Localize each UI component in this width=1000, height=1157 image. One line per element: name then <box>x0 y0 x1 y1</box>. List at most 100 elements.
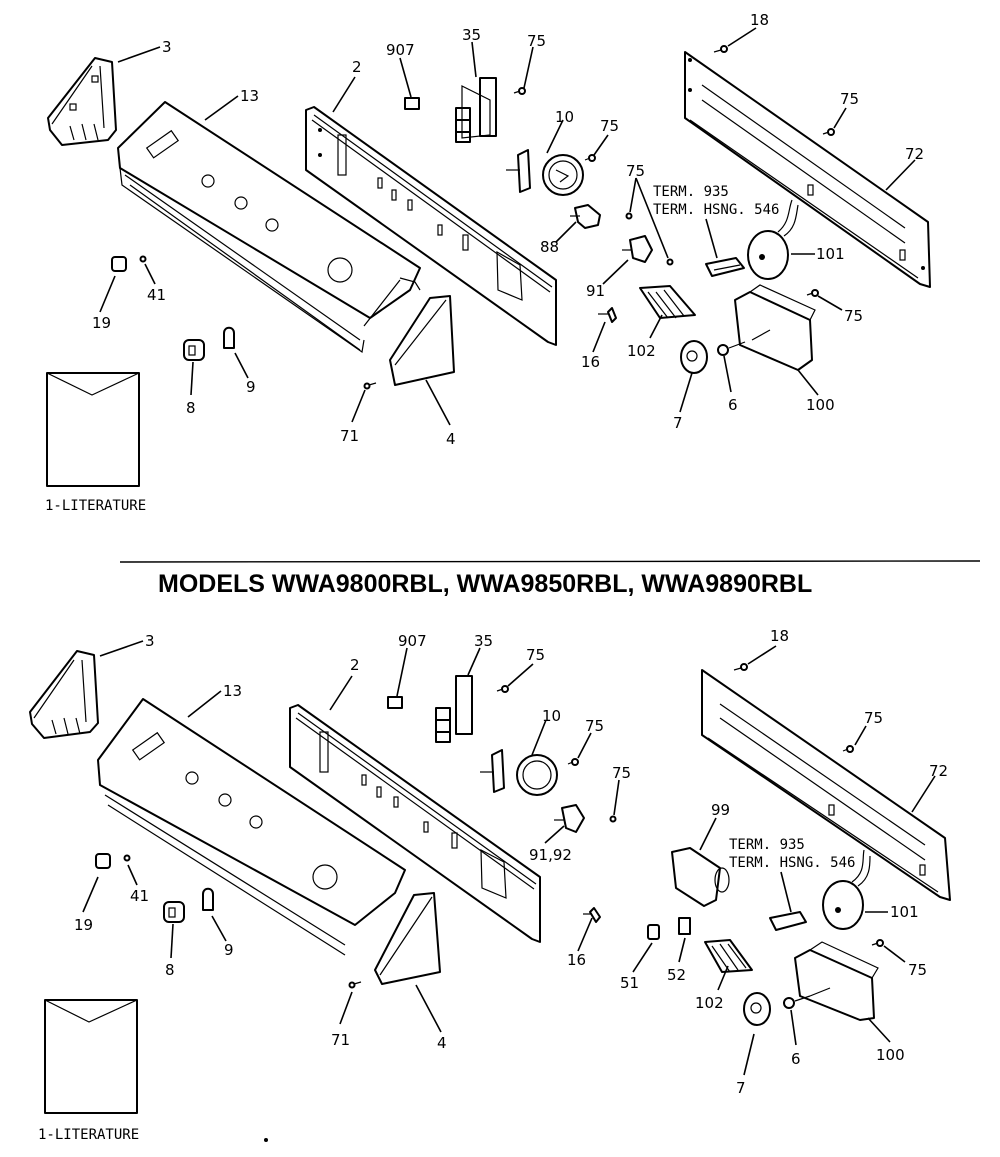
part-41-spring[interactable] <box>123 854 131 862</box>
part-907-clip[interactable] <box>404 97 420 110</box>
part-75-screw[interactable] <box>567 758 579 766</box>
part-75-screw[interactable] <box>666 258 674 266</box>
part-7-knob[interactable] <box>680 340 708 374</box>
label-75-b: 75 <box>600 117 619 135</box>
label-18: 18 <box>750 11 769 29</box>
part-91-92-switch[interactable] <box>554 804 585 833</box>
part-13-control-panel[interactable] <box>117 101 421 354</box>
label-907-lower: 907 <box>398 632 427 650</box>
part-4-end-cap-right[interactable] <box>374 892 441 985</box>
label-101-lower: 101 <box>890 903 919 921</box>
part-71-screw[interactable] <box>363 382 377 390</box>
part-9-clip[interactable] <box>223 326 235 349</box>
label-91-92-lower: 91,92 <box>529 846 572 864</box>
label-51-lower: 51 <box>620 974 639 992</box>
label-13: 13 <box>240 87 259 105</box>
part-101-timer-motor[interactable] <box>822 849 871 930</box>
part-18-screw[interactable] <box>733 663 748 671</box>
label-102: 102 <box>627 342 656 360</box>
part-13-control-panel[interactable] <box>97 698 406 956</box>
part-8-button[interactable] <box>183 339 205 361</box>
lower-diagram: 3 13 2 907 <box>29 627 951 1143</box>
label-9-lower: 9 <box>224 941 234 959</box>
label-8: 8 <box>186 399 196 417</box>
part-52-switch[interactable] <box>678 917 691 935</box>
label-19: 19 <box>92 314 111 332</box>
part-102-harness-connector[interactable] <box>704 939 753 973</box>
label-18-lower: 18 <box>770 627 789 645</box>
part-16-pin[interactable] <box>583 907 601 923</box>
part-10-pressure-switch[interactable] <box>506 149 584 196</box>
part-75-screw[interactable] <box>625 212 633 220</box>
stray-dot <box>264 1138 268 1142</box>
part-75-screw[interactable] <box>584 154 596 162</box>
part-102-harness-connector[interactable] <box>639 285 696 319</box>
part-6-nut[interactable] <box>717 344 729 356</box>
label-91: 91 <box>586 282 605 300</box>
label-term-hsng-546-lower: TERM. HSNG. 546 <box>729 855 855 871</box>
part-1-literature-envelope[interactable] <box>46 372 140 487</box>
part-75-screw[interactable] <box>842 745 854 753</box>
part-7-knob[interactable] <box>743 992 771 1026</box>
part-91-switch[interactable] <box>622 235 653 263</box>
label-75-d-lower: 75 <box>908 961 927 979</box>
label-99-lower: 99 <box>711 801 730 819</box>
part-term-housing[interactable] <box>705 257 745 277</box>
label-75-e: 75 <box>840 90 859 108</box>
part-3-end-cap-left[interactable] <box>29 650 99 739</box>
part-8-button[interactable] <box>163 901 185 923</box>
part-19-button[interactable] <box>95 853 111 869</box>
label-88: 88 <box>540 238 559 256</box>
part-75-screw[interactable] <box>822 128 835 136</box>
part-term-housing[interactable] <box>769 911 807 931</box>
part-35-switch-block[interactable] <box>435 675 473 743</box>
part-75-screw[interactable] <box>871 939 884 947</box>
part-51-switch[interactable] <box>647 924 660 940</box>
part-3-end-cap-left[interactable] <box>47 57 117 146</box>
part-75-screw[interactable] <box>609 815 617 823</box>
part-19-button[interactable] <box>111 256 127 272</box>
label-75-e-lower: 75 <box>864 709 883 727</box>
label-75-a: 75 <box>527 32 546 50</box>
label-3-lower: 3 <box>145 632 155 650</box>
part-2-bracket[interactable] <box>305 106 557 346</box>
part-88-switch[interactable] <box>570 204 601 229</box>
part-75-screw[interactable] <box>513 87 526 95</box>
label-10-lower: 10 <box>542 707 561 725</box>
label-75-c-lower: 75 <box>612 764 631 782</box>
label-41-lower: 41 <box>130 887 149 905</box>
label-72: 72 <box>905 145 924 163</box>
label-100-lower: 100 <box>876 1046 905 1064</box>
label-75-d: 75 <box>844 307 863 325</box>
part-6-nut[interactable] <box>783 997 795 1009</box>
label-13-lower: 13 <box>223 682 242 700</box>
part-100-timer[interactable] <box>794 941 879 1021</box>
part-72-backsplash-panel[interactable] <box>684 51 931 288</box>
part-1-literature-envelope[interactable] <box>44 999 138 1114</box>
label-9: 9 <box>246 378 256 396</box>
label-71: 71 <box>340 427 359 445</box>
label-102-lower: 102 <box>695 994 724 1012</box>
part-41-spring[interactable] <box>139 255 147 263</box>
part-4-end-cap-right[interactable] <box>389 295 455 386</box>
part-75-screw[interactable] <box>496 685 509 693</box>
part-35-switch-block[interactable] <box>455 77 497 143</box>
part-75-screw[interactable] <box>806 289 819 297</box>
label-term-935: TERM. 935 <box>653 184 729 200</box>
label-6: 6 <box>728 396 738 414</box>
part-71-screw[interactable] <box>348 981 362 989</box>
part-100-timer[interactable] <box>734 284 816 371</box>
part-9-clip[interactable] <box>202 887 214 911</box>
part-10-pressure-switch[interactable] <box>480 749 558 796</box>
part-72-backsplash-panel[interactable] <box>701 669 951 901</box>
part-907-clip[interactable] <box>387 696 403 709</box>
label-75-b-lower: 75 <box>585 717 604 735</box>
part-101-timer-motor[interactable] <box>747 199 799 280</box>
part-2-bracket[interactable] <box>289 704 541 943</box>
part-99-switch[interactable] <box>671 847 730 907</box>
part-16-pin[interactable] <box>598 307 617 323</box>
label-19-lower: 19 <box>74 916 93 934</box>
label-2-lower: 2 <box>350 656 360 674</box>
part-18-screw[interactable] <box>713 45 728 53</box>
